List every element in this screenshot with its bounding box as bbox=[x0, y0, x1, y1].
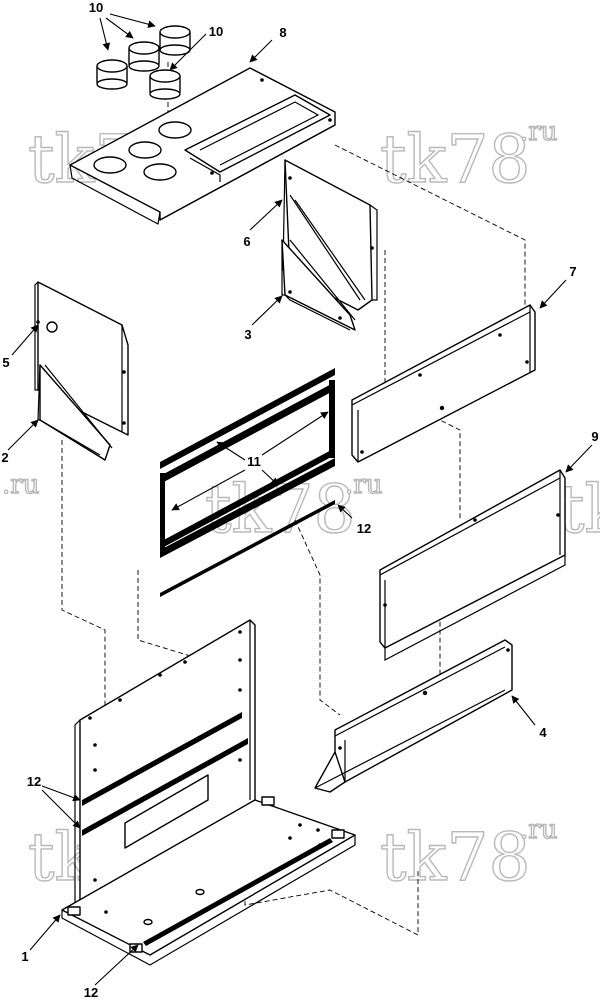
watermark-suffix: .ru bbox=[520, 815, 557, 845]
watermark-text: tk78 bbox=[380, 819, 531, 896]
part-8-top-panel bbox=[69, 67, 336, 225]
callout-5: 5 bbox=[2, 355, 9, 370]
cap bbox=[159, 25, 191, 56]
cap bbox=[149, 69, 181, 100]
cap bbox=[128, 41, 160, 72]
callout-10: 10 bbox=[209, 24, 223, 39]
part-11-gasket-strips bbox=[160, 368, 335, 597]
callout-2: 2 bbox=[1, 450, 8, 465]
callout-8: 8 bbox=[279, 25, 286, 40]
watermark-suffix: .ru bbox=[520, 117, 557, 147]
part-1-base-assembly bbox=[61, 619, 356, 966]
cap bbox=[96, 59, 128, 90]
callout-12: 12 bbox=[27, 774, 41, 789]
part-3-small-gusset bbox=[281, 239, 356, 331]
watermark-suffix: .ru bbox=[2, 470, 39, 500]
callout-10: 10 bbox=[89, 0, 103, 15]
callout-3: 3 bbox=[244, 327, 251, 342]
part-4-base-bracket bbox=[314, 639, 513, 793]
watermark-text: tk78 bbox=[380, 121, 531, 198]
callout-1: 1 bbox=[21, 949, 28, 964]
callout-12: 12 bbox=[84, 985, 98, 1000]
callout-7: 7 bbox=[569, 264, 576, 279]
callout-12: 12 bbox=[357, 521, 371, 536]
part-7-long-bracket bbox=[351, 304, 536, 463]
callout-4: 4 bbox=[539, 725, 547, 740]
part-9-rear-panel bbox=[379, 469, 566, 661]
callout-6: 6 bbox=[243, 234, 250, 249]
leader-lines bbox=[7, 13, 593, 986]
callout-11: 11 bbox=[247, 454, 261, 469]
part-10-caps bbox=[96, 25, 191, 100]
callout-9: 9 bbox=[591, 429, 598, 444]
part-2-side-gusset bbox=[37, 364, 113, 461]
watermark-suffix: .ru bbox=[345, 470, 382, 500]
